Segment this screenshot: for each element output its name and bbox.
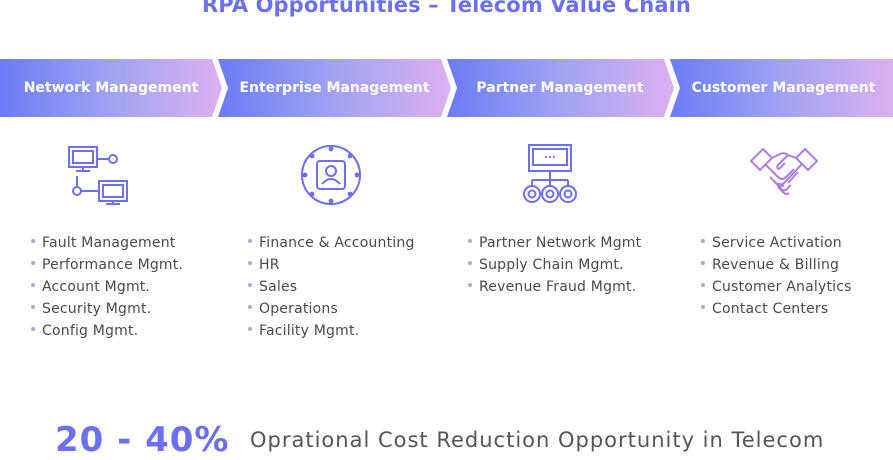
list-item: Sales	[248, 276, 415, 298]
list-item: HR	[248, 254, 415, 276]
stage-partner-management: Partner Management	[451, 59, 669, 117]
stage-label: Partner Management	[476, 80, 644, 96]
list-item: Security Mgmt.	[31, 298, 183, 320]
chevron-shape-network	[0, 59, 222, 117]
enterprise-user-circle-icon	[301, 145, 361, 205]
cost-reduction-percentage: 20 - 40%	[55, 420, 230, 460]
list-item: Revenue & Billing	[701, 254, 852, 276]
enterprise-management-list: Finance & Accounting HR Sales Operations…	[248, 232, 415, 342]
customer-management-list: Service Activation Revenue & Billing Cus…	[701, 232, 852, 320]
network-management-list: Fault Management Performance Mgmt. Accou…	[31, 232, 183, 342]
chevron-shape-customer	[670, 59, 893, 117]
stage-label: Customer Management	[691, 80, 876, 96]
value-chain-background	[0, 59, 893, 117]
partner-management-list: Partner Network Mgmt Supply Chain Mgmt. …	[468, 232, 641, 298]
list-item: Config Mgmt.	[31, 320, 183, 342]
list-item: Performance Mgmt.	[31, 254, 183, 276]
list-item: Supply Chain Mgmt.	[468, 254, 641, 276]
stage-customer-management: Customer Management	[674, 59, 893, 117]
stage-enterprise-management: Enterprise Management	[222, 59, 447, 117]
list-item: Operations	[248, 298, 415, 320]
stage-network-management: Network Management	[0, 59, 222, 117]
value-chain-bar: Network Management Enterprise Management…	[0, 59, 893, 117]
list-item: Finance & Accounting	[248, 232, 415, 254]
list-item: Partner Network Mgmt	[468, 232, 641, 254]
list-item: Revenue Fraud Mgmt.	[468, 276, 641, 298]
page-title: RPA Opportunities – Telecom Value Chain	[202, 0, 691, 17]
list-item: Contact Centers	[701, 298, 852, 320]
cost-reduction-description: Oprational Cost Reduction Opportunity in…	[250, 428, 825, 452]
stage-label: Enterprise Management	[239, 80, 430, 96]
chevron-shape-partner	[447, 59, 674, 117]
list-item: Service Activation	[701, 232, 852, 254]
stage-label: Network Management	[23, 80, 199, 96]
handshake-icon	[750, 148, 818, 195]
partner-hierarchy-icon	[523, 144, 577, 203]
list-item: Customer Analytics	[701, 276, 852, 298]
list-item: Fault Management	[31, 232, 183, 254]
network-computers-icon	[68, 146, 128, 205]
chevron-shape-enterprise	[218, 59, 451, 117]
list-item: Facility Mgmt.	[248, 320, 415, 342]
list-item: Account Mgmt.	[31, 276, 183, 298]
